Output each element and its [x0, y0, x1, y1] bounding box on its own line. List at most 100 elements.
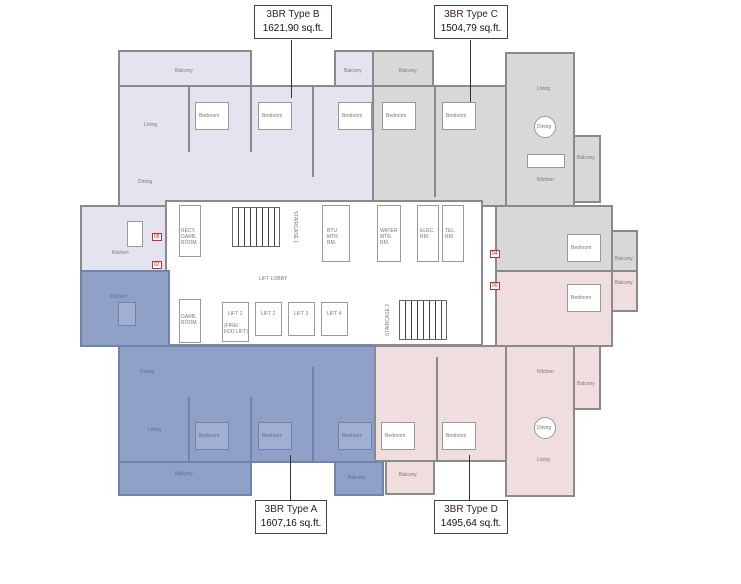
lift-lobby-label: LIFT LOBBY	[259, 276, 288, 282]
kitchen-island	[118, 302, 136, 326]
room-label: Dining	[138, 179, 153, 185]
tel-rm: TEL. RM.	[442, 205, 464, 262]
room-label: Bedroom	[385, 433, 406, 439]
room-label: Balcony	[577, 381, 595, 387]
unit-type-c-balcony-bedroom: Balcony	[611, 230, 638, 272]
unit-type-a-kitchen-wing: Kitchen	[80, 270, 170, 347]
unit-area: 1621,90 sq.ft.	[262, 23, 324, 34]
unit-tag: 08	[152, 233, 162, 241]
wall	[250, 87, 252, 152]
unit-type-a-balcony-2: Balcony	[334, 461, 384, 496]
bed: Bedroom	[258, 102, 292, 130]
elec-rm-label: ELEC. RM.	[420, 228, 435, 240]
wall	[312, 87, 314, 177]
wall	[436, 357, 438, 462]
room-label: Dining	[140, 369, 155, 375]
unit-type-d-tower: Kitchen Dining Living	[505, 345, 575, 497]
elec-rm: ELEC. RM.	[417, 205, 439, 262]
water-mtr-rm: WATER MTR. RM.	[377, 205, 401, 262]
unit-type-d: Bedroom Bedroom	[374, 345, 507, 462]
room-label: Bedroom	[342, 433, 363, 439]
unit-type-d-balcony: Balcony	[385, 460, 435, 495]
unit-type-d-bedroom-wing: Bedroom	[495, 270, 613, 347]
room-label: Living	[148, 427, 162, 433]
lift-4-label: LIFT 4	[327, 311, 342, 317]
room-label: Balcony	[175, 68, 193, 74]
wall	[250, 397, 252, 463]
lift-2-label: LIFT 2	[261, 311, 276, 317]
room-label: Balcony	[577, 155, 595, 161]
room-label: Dining	[537, 425, 552, 431]
wall	[434, 87, 436, 197]
staircase-1	[232, 207, 280, 247]
garb-room-label: GARB. ROOM	[181, 314, 197, 326]
bed: Bedroom	[442, 422, 476, 450]
btu-mtr-rm-label: BTU MTR RM.	[327, 228, 338, 246]
unit-name: 3BR Type B	[266, 9, 320, 20]
room-label: Balcony	[615, 280, 633, 286]
room-label: Bedroom	[342, 113, 363, 119]
room-label: Bedroom	[446, 113, 467, 119]
unit-name: 3BR Type A	[264, 504, 318, 515]
lift-3: LIFT 3	[288, 302, 315, 336]
unit-type-c-bedroom-wing: Bedroom	[495, 205, 613, 272]
room-label: Bedroom	[199, 433, 220, 439]
callout-type-d: 3BR Type D 1495,64 sq.ft.	[434, 500, 508, 534]
unit-type-a: Dining Living Bedroom Bedroom Bedroom	[118, 345, 376, 463]
unit-type-c: Bedroom Bedroom	[372, 85, 507, 207]
unit-type-d-balcony-bedroom: Balcony	[611, 270, 638, 312]
bed: Bedroom	[381, 422, 415, 450]
wall	[188, 87, 190, 152]
room-label: Balcony	[399, 68, 417, 74]
recy-garb-room-label: RECY. GARB. ROOM	[181, 228, 197, 246]
lift-1-label: LIFT 1	[228, 311, 243, 317]
bed: Bedroom	[442, 102, 476, 130]
lift-2: LIFT 2	[255, 302, 282, 336]
unit-tag: 04	[490, 250, 500, 258]
bed: Bedroom	[338, 422, 372, 450]
callout-leader	[291, 40, 292, 98]
room-label: Kitchen	[110, 294, 127, 300]
room-label: Kitchen	[537, 369, 554, 375]
staircase-2-label: STAIRCASE 2	[385, 303, 392, 337]
room-label: Balcony	[175, 471, 193, 477]
lift-1: LIFT 1(FIRE/ FOD LIFT)	[222, 302, 249, 342]
unit-type-b-balcony-1: Balcony	[118, 50, 252, 87]
room-label: Bedroom	[446, 433, 467, 439]
callout-leader	[290, 455, 291, 500]
callout-leader	[469, 455, 470, 500]
unit-type-c-balcony-kitchen: Balcony	[573, 135, 601, 203]
room-label: Bedroom	[386, 113, 407, 119]
room-label: Bedroom	[262, 113, 283, 119]
bed: Bedroom	[382, 102, 416, 130]
kitchen-island	[527, 154, 565, 168]
unit-type-a-balcony-1: Balcony	[118, 461, 252, 496]
tel-rm-label: TEL. RM.	[445, 228, 456, 240]
unit-type-d-balcony-kitchen: Balcony	[573, 345, 601, 410]
water-mtr-rm-label: WATER MTR. RM.	[380, 228, 398, 246]
kitchen-island	[127, 221, 143, 247]
unit-tag: 06	[490, 282, 500, 290]
unit-area: 1495,64 sq.ft.	[440, 518, 502, 529]
btu-mtr-rm: BTU MTR RM.	[322, 205, 350, 262]
wall	[312, 367, 314, 463]
bed: Bedroom	[195, 422, 229, 450]
unit-type-c-balcony: Balcony	[372, 50, 434, 87]
callout-type-c: 3BR Type C 1504,79 sq.ft.	[434, 5, 508, 39]
unit-area: 1607,16 sq.ft.	[260, 518, 322, 529]
recy-garb-room: RECY. GARB. ROOM	[179, 205, 201, 257]
bed: Bedroom	[195, 102, 229, 130]
room-label: Balcony	[344, 68, 362, 74]
callout-type-b: 3BR Type B 1621,90 sq.ft.	[254, 5, 332, 39]
room-label: Bedroom	[199, 113, 220, 119]
lift-3-label: LIFT 3	[294, 311, 309, 317]
room-label: Kitchen	[537, 177, 554, 183]
staircase-1-label: STAIRCASE 1	[292, 210, 299, 244]
unit-name: 3BR Type C	[444, 9, 498, 20]
room-label: Dining	[537, 124, 552, 130]
unit-name: 3BR Type D	[444, 504, 498, 515]
room-label: Living	[537, 457, 551, 463]
room-label: Balcony	[399, 472, 417, 478]
unit-type-c-tower: Living Dining Kitchen	[505, 52, 575, 207]
